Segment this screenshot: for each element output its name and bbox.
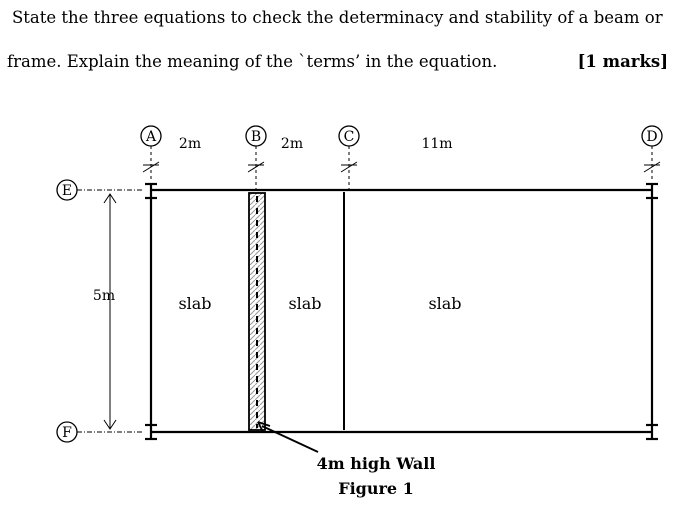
wall <box>248 192 266 431</box>
grid-bubble-b: B <box>245 125 267 147</box>
grid-dash-lines <box>77 146 653 433</box>
slab-label-2: slab <box>288 294 321 313</box>
dimension-ef-arrow <box>103 193 117 430</box>
dimension-ab: 2m <box>179 136 201 152</box>
column-d-top <box>646 182 658 200</box>
beam-lines <box>149 188 654 434</box>
dimension-cd: 11m <box>421 136 452 152</box>
column-d-bottom <box>646 423 658 441</box>
grid-label-e: E <box>62 183 72 199</box>
dimension-bc: 2m <box>281 136 303 152</box>
dimension-ticks <box>142 161 661 173</box>
grid-bubble-c: C <box>338 125 360 147</box>
column-a-bottom <box>145 423 157 441</box>
grid-bubble-f: F <box>56 421 78 443</box>
grid-label-d: D <box>646 129 657 145</box>
question-line-1: State the three equations to check the d… <box>12 8 663 27</box>
grid-bubble-e: E <box>56 179 78 201</box>
grid-label-a: A <box>145 129 157 145</box>
question-line-2: frame. Explain the meaning of the `terms… <box>7 52 498 71</box>
grid-label-c: C <box>344 129 355 145</box>
dimension-ef: 5m <box>93 288 115 304</box>
grid-bubble-a: A <box>140 125 162 147</box>
figure-caption: Figure 1 <box>338 479 414 498</box>
wall-label: 4m high Wall <box>317 454 436 473</box>
grid-label-b: B <box>251 129 261 145</box>
marks-label: [1 marks] <box>577 52 668 71</box>
slab-label-3: slab <box>428 294 461 313</box>
grid-label-f: F <box>62 425 72 441</box>
column-a-top <box>145 182 157 200</box>
wall-leader-arrow <box>257 421 319 453</box>
slab-label-1: slab <box>178 294 211 313</box>
grid-bubble-d: D <box>641 125 663 147</box>
